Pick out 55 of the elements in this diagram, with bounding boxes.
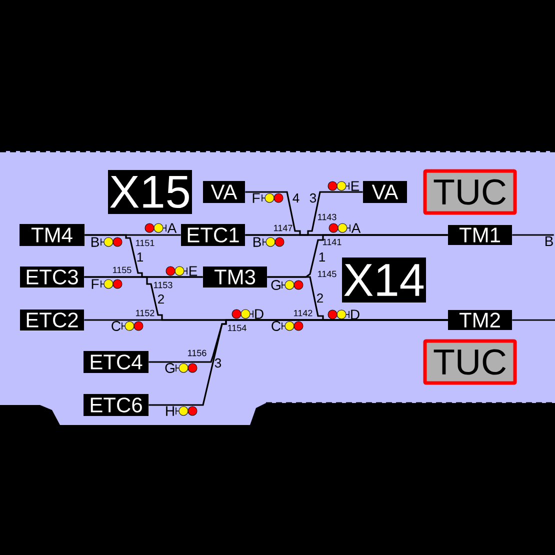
signal-label: F bbox=[92, 279, 99, 289]
signal-label: B bbox=[91, 237, 99, 247]
point-number: 1145 bbox=[318, 270, 336, 278]
track bbox=[245, 191, 448, 236]
switch-number: 1 bbox=[137, 252, 143, 262]
signal-label: G bbox=[271, 280, 280, 290]
track-label-box: X15 bbox=[108, 170, 192, 214]
track-label-box: ETC3 bbox=[20, 266, 84, 288]
track bbox=[512, 319, 555, 321]
point-number: 1155 bbox=[113, 266, 132, 274]
switch-number: 2 bbox=[317, 293, 323, 303]
track-label-box: TM4 bbox=[20, 224, 84, 246]
signal-label: B bbox=[545, 236, 553, 246]
track-label-box: VA bbox=[363, 181, 407, 203]
point-number: 1151 bbox=[136, 240, 154, 246]
signal-label: G bbox=[165, 363, 174, 373]
status-box: TUC bbox=[423, 169, 517, 215]
switch-number: 3 bbox=[310, 193, 316, 203]
point-number: 1143 bbox=[318, 214, 336, 220]
point-number: 1141 bbox=[323, 238, 342, 246]
switch-number: 1 bbox=[319, 252, 325, 262]
track bbox=[84, 234, 203, 278]
status-box: TUC bbox=[423, 339, 517, 385]
point-number: 1142 bbox=[294, 310, 312, 316]
signal-label: B bbox=[253, 237, 261, 247]
signal-label: A bbox=[351, 223, 361, 233]
track-label-box: ETC4 bbox=[84, 351, 148, 373]
signal-label: D bbox=[255, 309, 264, 319]
signal-label: D bbox=[351, 310, 360, 320]
track-label-box: ETC1 bbox=[181, 224, 245, 246]
track-label-box: TM1 bbox=[448, 225, 512, 245]
point-number: 1156 bbox=[188, 350, 206, 356]
signal-label: E bbox=[351, 181, 360, 191]
switch-number: 2 bbox=[158, 294, 164, 304]
track-label-box: ETC6 bbox=[84, 394, 148, 416]
signal-label: C bbox=[272, 321, 281, 331]
point-number: 1152 bbox=[136, 310, 154, 316]
switch-number: 3 bbox=[214, 358, 222, 368]
track-label-box: TM2 bbox=[448, 310, 512, 330]
point-number: 1147 bbox=[274, 224, 292, 232]
point-number: 1154 bbox=[228, 324, 246, 332]
track-label-box: X14 bbox=[342, 258, 426, 302]
signal-label: C bbox=[112, 321, 121, 331]
track-label-box: TM3 bbox=[203, 266, 267, 288]
signal-label: A bbox=[167, 223, 177, 233]
track bbox=[245, 191, 363, 236]
point-number: 1153 bbox=[154, 282, 172, 288]
track-label-box: VA bbox=[203, 181, 245, 203]
signal-label: E bbox=[189, 266, 198, 276]
signal-label: H bbox=[166, 406, 174, 416]
track bbox=[512, 234, 554, 236]
signal-label: F bbox=[252, 193, 260, 203]
track-label-box: ETC2 bbox=[20, 310, 84, 330]
switch-number: 4 bbox=[292, 194, 300, 202]
track bbox=[84, 276, 448, 321]
